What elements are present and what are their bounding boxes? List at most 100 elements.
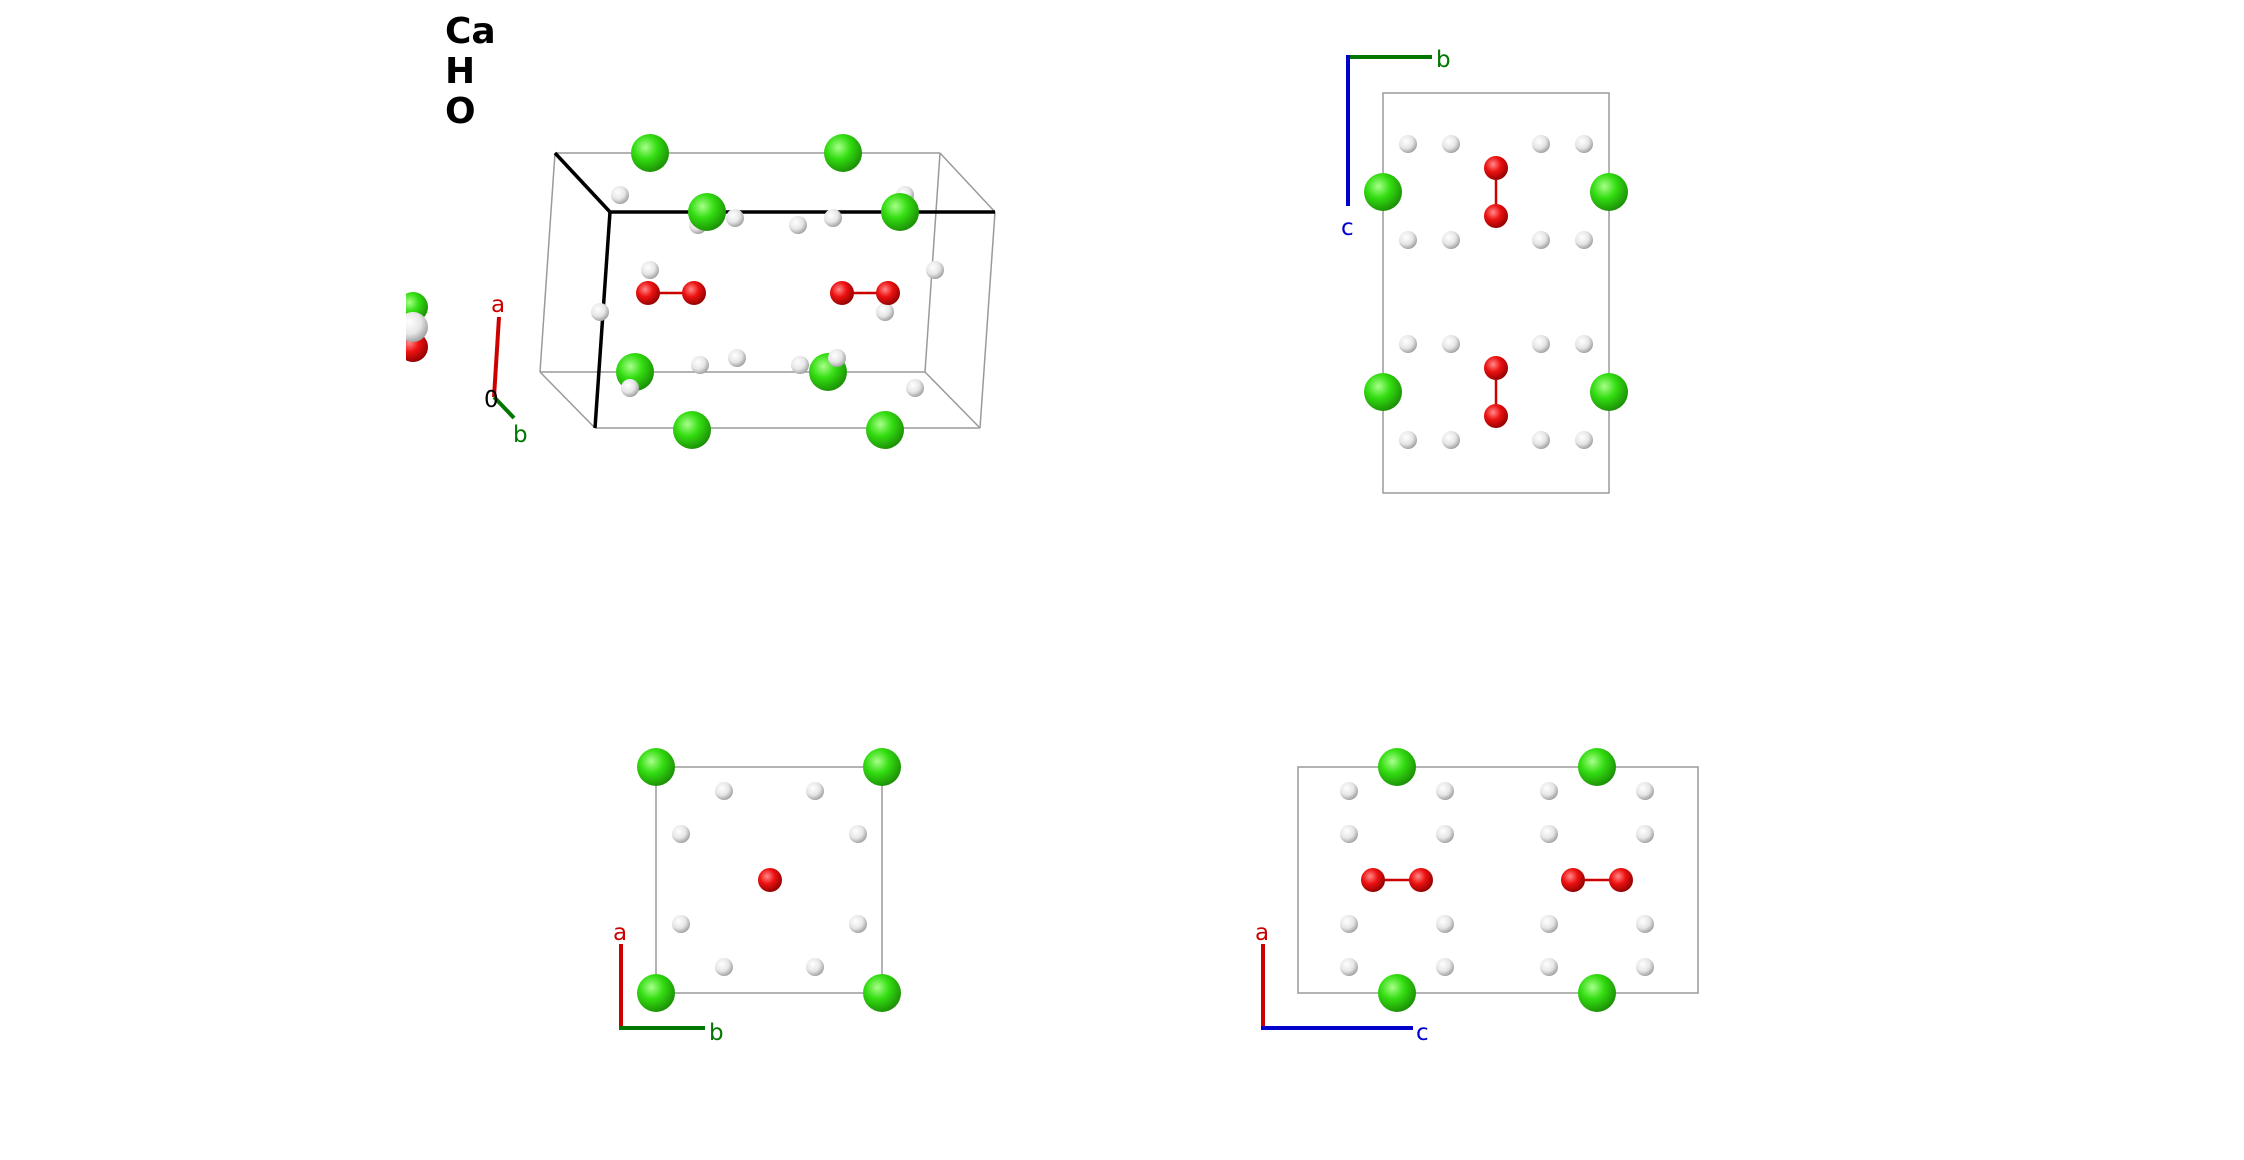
h-atom xyxy=(1636,958,1654,976)
o2-groups xyxy=(1484,156,1508,428)
axis-label-c: c xyxy=(1341,215,1354,241)
ca-atom xyxy=(866,411,904,449)
ca-atom xyxy=(637,974,675,1012)
h-atom xyxy=(715,958,733,976)
o-atom xyxy=(1409,868,1433,892)
axis-label-c: c xyxy=(1416,1020,1429,1046)
h-atom xyxy=(1636,915,1654,933)
h-atom xyxy=(1442,431,1460,449)
h-atom xyxy=(1636,782,1654,800)
h-atom xyxy=(1532,135,1550,153)
o-atom xyxy=(1484,156,1508,180)
o2-groups xyxy=(1361,868,1633,892)
axis-label-a: a xyxy=(1255,920,1269,946)
ca-atom xyxy=(881,193,919,231)
h-atom xyxy=(1340,915,1358,933)
o-atom xyxy=(876,281,900,305)
o-atom xyxy=(1609,868,1633,892)
o-atom xyxy=(758,868,782,892)
axis-label-a: a xyxy=(491,292,505,318)
h-atom xyxy=(591,303,609,321)
ca-atom xyxy=(637,748,675,786)
h-atom xyxy=(876,303,894,321)
h-atom xyxy=(1399,335,1417,353)
h-atom xyxy=(1575,335,1593,353)
o-atom xyxy=(830,281,854,305)
h-atom xyxy=(1399,231,1417,249)
h-atom xyxy=(906,379,924,397)
ca-atom xyxy=(1364,173,1402,211)
h-atom xyxy=(1340,782,1358,800)
axis-triad-ac: a c xyxy=(1255,920,1429,1046)
h-atom xyxy=(1442,231,1460,249)
h-atom xyxy=(1340,825,1358,843)
ca-atom xyxy=(1590,173,1628,211)
legend-ca-label: Ca xyxy=(445,11,496,52)
h-atom xyxy=(806,958,824,976)
o2-groups xyxy=(636,281,900,305)
h-atoms xyxy=(1399,135,1593,449)
ca-atom xyxy=(1364,373,1402,411)
h-atom xyxy=(672,915,690,933)
view-bc: b c xyxy=(1341,47,1628,494)
h-atom xyxy=(1575,135,1593,153)
h-atom xyxy=(1532,231,1550,249)
ca-atom xyxy=(863,748,901,786)
h-atoms xyxy=(1340,782,1654,976)
axis-label-b: b xyxy=(1436,47,1451,73)
ca-atom xyxy=(863,974,901,1012)
ca-atom xyxy=(1590,373,1628,411)
ca-atom xyxy=(1378,748,1416,786)
view-ac: a c xyxy=(1255,748,1699,1046)
h-atom xyxy=(641,261,659,279)
h-atom xyxy=(791,356,809,374)
h-atom xyxy=(1399,431,1417,449)
axis-label-b: b xyxy=(709,1020,724,1046)
h-atom xyxy=(1532,431,1550,449)
unit-cell-outline xyxy=(1297,766,1699,994)
h-atom xyxy=(1436,958,1454,976)
unit-cell-outline xyxy=(655,766,883,994)
h-atom xyxy=(726,209,744,227)
axis-triad-perspective: a 0 b xyxy=(484,292,528,448)
h-atom xyxy=(1636,825,1654,843)
unit-cell-outline xyxy=(539,152,996,429)
h-atom xyxy=(849,825,867,843)
h-atom xyxy=(1399,135,1417,153)
h-atom xyxy=(1340,958,1358,976)
legend-h-label: H xyxy=(445,51,475,92)
o-atom xyxy=(1484,356,1508,380)
legend-o-label: O xyxy=(445,91,476,132)
o-atom xyxy=(1361,868,1385,892)
h-atom xyxy=(828,349,846,367)
h-atom xyxy=(926,261,944,279)
o-atom xyxy=(636,281,660,305)
o-atom xyxy=(682,281,706,305)
h-atom xyxy=(1575,431,1593,449)
axis-origin-label: 0 xyxy=(484,387,499,413)
axis-label-a: a xyxy=(613,920,627,946)
h-atom xyxy=(611,186,629,204)
axis-label-b: b xyxy=(513,422,528,448)
h-atom xyxy=(806,782,824,800)
h-atom xyxy=(1436,915,1454,933)
h-atom xyxy=(1436,825,1454,843)
h-atom xyxy=(1575,231,1593,249)
h-atom xyxy=(1442,335,1460,353)
h-atom xyxy=(1540,915,1558,933)
ca-atom xyxy=(1378,974,1416,1012)
h-atom xyxy=(1436,782,1454,800)
axis-triad-bc: b c xyxy=(1341,47,1451,241)
o-atom xyxy=(1484,204,1508,228)
h-atoms xyxy=(672,782,867,976)
o-atom xyxy=(1561,868,1585,892)
h-atom xyxy=(1540,782,1558,800)
h-atom xyxy=(824,209,842,227)
h-atom xyxy=(1540,825,1558,843)
axis-triad-ab: a b xyxy=(613,920,724,1046)
ca-atom xyxy=(1578,974,1616,1012)
h-atom xyxy=(621,379,639,397)
h-atom xyxy=(1442,135,1460,153)
ca-atom xyxy=(631,134,669,172)
